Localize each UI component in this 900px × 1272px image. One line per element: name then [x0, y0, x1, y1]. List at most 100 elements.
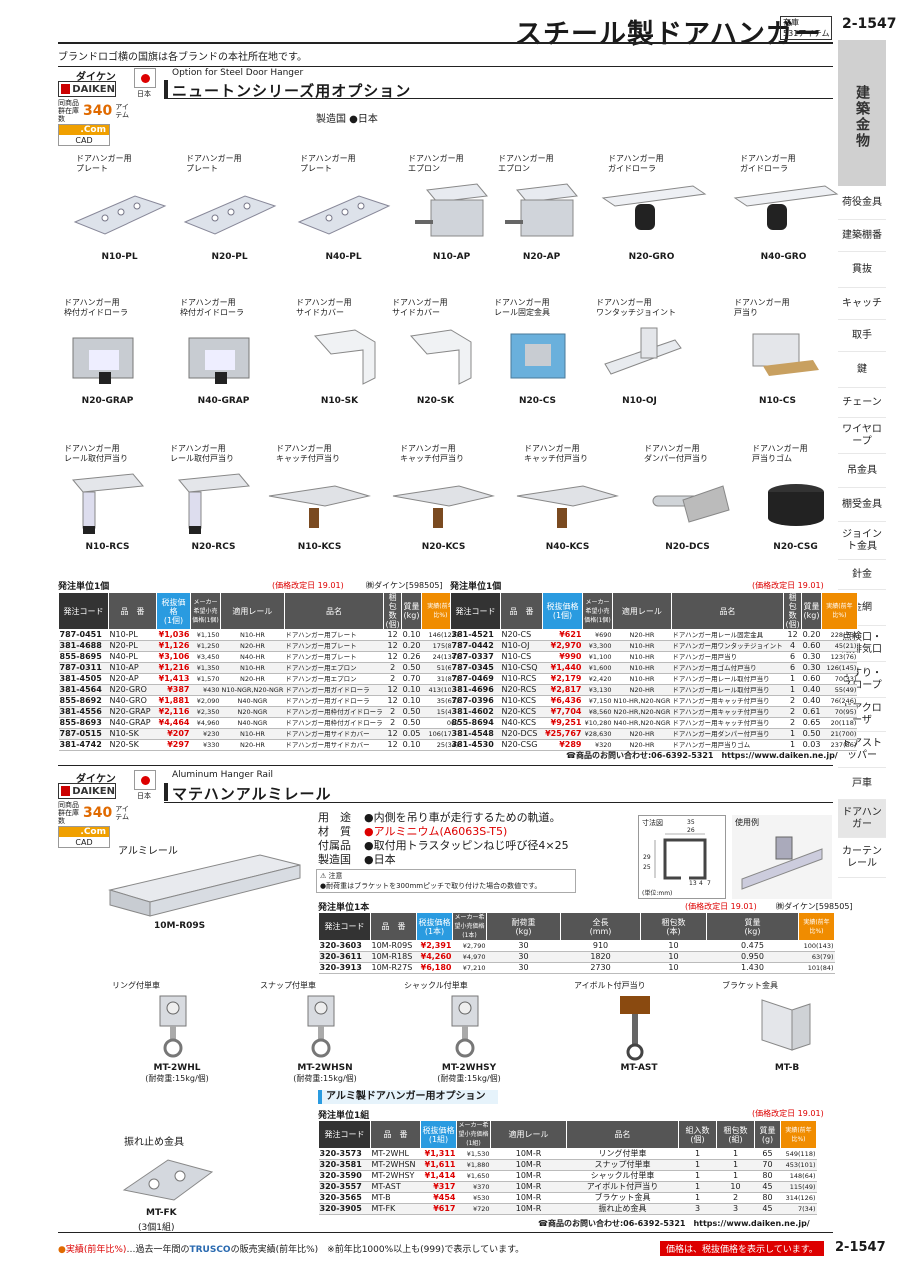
flag-dot: [140, 73, 150, 83]
table-cell: ドアハンガー用レール取付戸当り: [671, 673, 784, 685]
sidebar-item[interactable]: 貫抜: [838, 252, 886, 288]
header-rule: [58, 42, 833, 44]
sidebar-item[interactable]: キャッチ: [838, 288, 886, 320]
order-unit-left: 発注単位1個: [58, 582, 110, 592]
options-heading: アルミ製ドアハンガー用オプション: [318, 1090, 498, 1104]
sidebar-item[interactable]: 点検口・給排気口: [838, 626, 886, 662]
table-cell: ¥8,560: [582, 706, 613, 718]
table-cell: ¥7,150: [582, 695, 613, 707]
product-label-line: ワンタッチジョイント: [596, 308, 676, 317]
table-cell: 0.950: [706, 951, 799, 963]
contact-info[interactable]: ☎商品のお問い合わせ:06-6392-5321 https://www.daik…: [566, 751, 838, 760]
table-cell: N10-HR: [612, 673, 672, 685]
sidebar-item[interactable]: 吊金具: [838, 454, 886, 488]
contact-info-2[interactable]: ☎商品のお問い合わせ:06-6392-5321 https://www.daik…: [538, 1219, 810, 1228]
table-cell: ドアハンガー用枠付ガイドローラ: [284, 717, 384, 729]
sidebar-item[interactable]: ジョイント金具: [838, 522, 886, 560]
sidebar-item[interactable]: チェーン: [838, 388, 886, 418]
table-cell: 787-0451: [58, 629, 109, 641]
sidebar-item[interactable]: ワイヤロープ: [838, 418, 886, 454]
table-cell: ¥1,881: [156, 695, 191, 707]
sidebar-item[interactable]: 荷役金具: [838, 186, 886, 220]
sidebar-item[interactable]: ドアクローザ: [838, 698, 886, 732]
sidebar-item[interactable]: 戸車: [838, 768, 886, 800]
sidebar-item[interactable]: ドアストッパー: [838, 732, 886, 768]
product-label: ドアハンガー用ガイドローラ: [594, 154, 709, 176]
sidebar-item[interactable]: 取手: [838, 320, 886, 352]
table-cell: 1: [716, 1159, 755, 1171]
sidebar-main-category[interactable]: 建築金物: [838, 40, 886, 186]
sidebar-item[interactable]: 棚受金具: [838, 488, 886, 522]
sidebar-item[interactable]: 建築棚番: [838, 220, 886, 252]
sidebar-item[interactable]: 金網: [838, 590, 886, 626]
table-cell: 24(134): [421, 651, 460, 663]
table-cell: ¥6,436: [542, 695, 583, 707]
product-code: N40-GRAP: [197, 396, 250, 406]
sidebar-item[interactable]: カーテンレール: [838, 838, 886, 878]
sidebar-item[interactable]: 手すり・スロープ: [838, 662, 886, 698]
sidebar-item[interactable]: ドアハンガー: [838, 800, 886, 838]
sidebar-item[interactable]: 針金: [838, 560, 886, 590]
sidebar-item[interactable]: 鍵: [838, 352, 886, 388]
